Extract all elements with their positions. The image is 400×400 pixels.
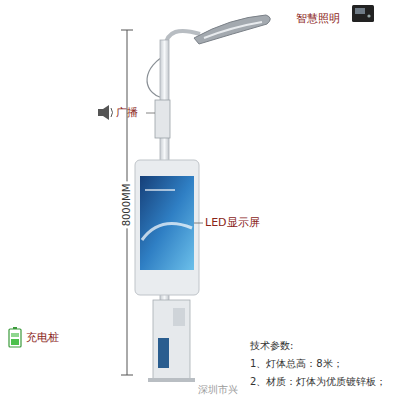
broadcast-box <box>155 100 170 138</box>
screen-image <box>145 189 175 191</box>
callout-label: 充电桩 <box>26 331 59 344</box>
lamp-lens <box>204 22 262 38</box>
dimension-label: 8000MM <box>121 182 133 229</box>
leader-line <box>146 113 155 114</box>
watermark: 深圳市兴 <box>198 384 238 396</box>
charger-panel <box>173 308 185 326</box>
battery-icon <box>9 327 21 347</box>
callout-label: LED显示屏 <box>205 216 260 229</box>
base-plate <box>148 378 195 382</box>
callout-label: 广播 <box>116 106 138 119</box>
spec-line: 2、材质：灯体为优质镀锌板； <box>250 376 386 388</box>
spec-line: 1、灯体总高：8米； <box>250 358 343 370</box>
screen-image <box>142 224 192 240</box>
lamp-head <box>194 15 270 44</box>
spec-heading: 技术参数: <box>250 340 293 352</box>
leader-line <box>194 223 203 224</box>
dimension-line <box>121 30 133 375</box>
speaker-icon <box>98 105 113 120</box>
display-frame <box>135 160 199 295</box>
charger-display <box>158 338 169 368</box>
charging-cabinet <box>153 300 190 380</box>
led-screen <box>140 176 194 270</box>
controller-icon <box>352 5 374 22</box>
callout-label: 智慧照明 <box>296 12 340 25</box>
